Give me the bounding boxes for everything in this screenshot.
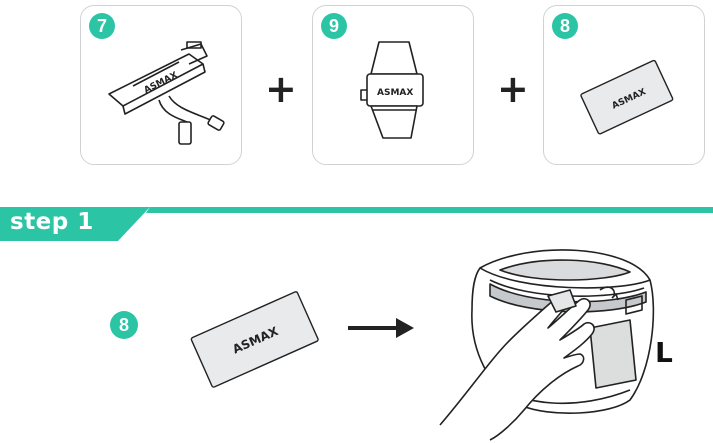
plus-icon: + (497, 70, 529, 108)
part-card-7: 7 ASMAX (80, 5, 242, 165)
brand-logo-text: ASMAX (377, 88, 413, 98)
helmet-cleaning-illustration (430, 240, 660, 440)
step-label: step 1 (10, 209, 94, 235)
plus-icon: + (265, 70, 297, 108)
part-card-8: 8 ASMAX (543, 5, 705, 165)
intercom-unit-illustration: ASMAX (81, 6, 243, 166)
wipe-pad-illustration: ASMAX (544, 6, 706, 166)
arrow-right-icon (346, 316, 416, 340)
step-wipe-pad-illustration: ASMAX (178, 283, 328, 393)
part-card-9: 9 ASMAX (312, 5, 474, 165)
mount-clamp-illustration: ASMAX (313, 6, 475, 166)
helmet-side-label: L (655, 336, 673, 369)
step-part-number-badge: 8 (110, 311, 138, 339)
step-banner (0, 205, 713, 245)
